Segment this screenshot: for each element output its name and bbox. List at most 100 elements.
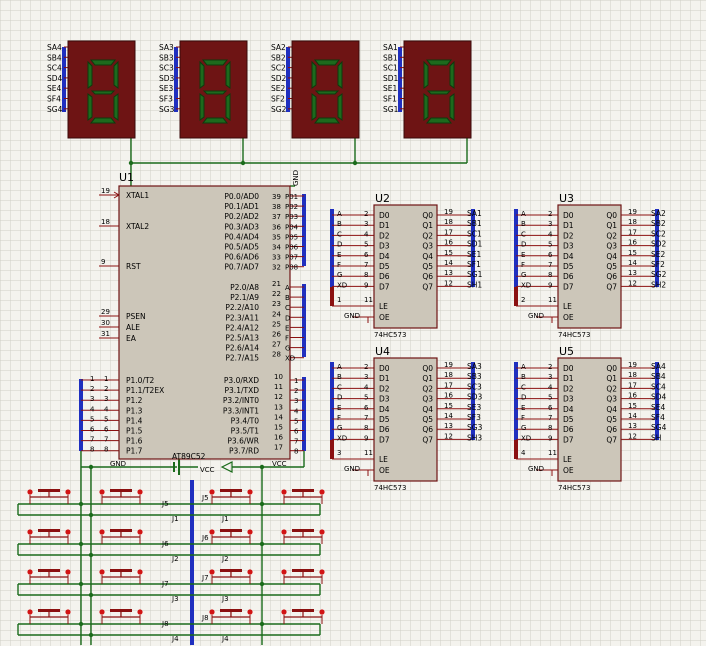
segment-a <box>89 59 117 66</box>
latch-out-name: Q1 <box>606 221 617 230</box>
latch-in-name: D4 <box>563 405 574 414</box>
button-terminal <box>27 609 33 615</box>
display-pin-label: SE2 <box>271 84 285 93</box>
latch-in-name: D6 <box>379 425 390 434</box>
p3-net-label: 4 <box>294 407 299 415</box>
p0-net-label: P07 <box>285 254 298 262</box>
push-button <box>99 609 143 624</box>
latch-out-pin-number: 17 <box>628 228 637 236</box>
p2-pin-name: P2.3/A11 <box>225 313 259 322</box>
latch-out-name: Q0 <box>606 364 617 373</box>
keypad-left-bottom: J4 <box>171 635 179 643</box>
latch-in-name: D4 <box>379 405 390 414</box>
p3-net-label: 5 <box>294 417 298 425</box>
latch-in-net: E <box>521 404 525 412</box>
p0-pin-number: 33 <box>272 254 281 262</box>
latch-in-name: D5 <box>379 262 390 271</box>
latch-out-label: SD1 <box>467 240 483 249</box>
button-cap <box>38 569 60 572</box>
p3-pin-name: P3.2/INT0 <box>223 396 259 405</box>
latch-in-net: C <box>337 230 342 238</box>
push-button <box>27 569 71 584</box>
latch-out-label: SC3 <box>467 382 482 391</box>
keypad-left-bottom: J2 <box>171 555 179 563</box>
segment-d <box>89 117 117 124</box>
p2-pin-number: 26 <box>272 331 281 339</box>
p2-pin-name: P2.0/A8 <box>230 283 259 292</box>
latch-in-pin-number: 8 <box>364 271 368 279</box>
latch-out-pin-number: 14 <box>628 259 637 267</box>
p3-pin-name: P3.6/WR <box>227 437 259 446</box>
latch-out-name: Q3 <box>606 395 617 404</box>
latch-out-name: Q4 <box>606 405 617 414</box>
latch-out-pin-number: 15 <box>628 402 637 410</box>
seven-segment-display <box>403 40 472 139</box>
latch-out-label: SB3 <box>467 372 482 381</box>
segment-g <box>314 90 340 95</box>
p0-net-label: P03 <box>285 213 298 221</box>
latch-out-pin-number: 15 <box>628 249 637 257</box>
latch-out-label: SG3 <box>467 423 483 432</box>
keypad-right-label: J6 <box>201 534 209 542</box>
latch-out-name: Q4 <box>422 405 433 414</box>
p1-pin-name: P1.0/T2 <box>126 376 155 385</box>
segment-g <box>426 90 452 95</box>
p1-net-label: 5 <box>90 415 94 423</box>
latch-in-pin-number: 6 <box>548 251 553 259</box>
button-terminal <box>137 609 143 615</box>
latch-in-pin-number: 6 <box>364 251 369 259</box>
p2-pin-name: P2.4/A12 <box>225 323 259 332</box>
p2-net-label: D <box>285 314 290 322</box>
latch-out-pin-number: 16 <box>444 239 453 247</box>
p3-pin-number: 15 <box>274 424 283 432</box>
p2-net-label: XD <box>285 355 295 363</box>
p1-net-label: 1 <box>90 375 94 383</box>
p3-pin-number: 12 <box>274 393 283 401</box>
segment-b <box>337 60 343 89</box>
latch-out-pin-number: 16 <box>444 392 453 400</box>
latch-in-name: D1 <box>563 221 574 230</box>
display-pin-label: SC2 <box>271 64 286 73</box>
p3-pin-number: 11 <box>274 383 283 391</box>
latch-body <box>557 357 622 482</box>
latch-in-net: D <box>337 394 342 402</box>
latch-in-pin-number: 8 <box>364 424 368 432</box>
latch-in-net: D <box>521 241 526 249</box>
display-pin-label: SC1 <box>383 64 398 73</box>
display-pin-label: SG3 <box>159 105 175 114</box>
latch-in-net: B <box>521 373 526 381</box>
latch-in-pin-number: 4 <box>364 230 369 238</box>
latch-in-pin-number: 3 <box>548 220 552 228</box>
display-pin-label: SA4 <box>47 43 62 52</box>
latch-le-name: LE <box>563 302 572 311</box>
segment-f <box>87 60 93 89</box>
mcu-ref: U1 <box>119 171 134 184</box>
latch-out-name: Q4 <box>606 252 617 261</box>
p1-pin-number: 1 <box>104 375 108 383</box>
mcu-part: AT89C52 <box>172 452 206 461</box>
latch-in-net: E <box>521 251 525 259</box>
p0-pin-number: 32 <box>272 264 281 272</box>
p0-pin-name: P0.0/AD0 <box>224 192 259 201</box>
latch-in-net: A <box>521 210 526 218</box>
p1-pin-number: 3 <box>104 395 108 403</box>
latch-out-label: SB4 <box>651 372 666 381</box>
power-gnd-label: GND <box>110 460 126 468</box>
latch-out-pin-number: 17 <box>444 228 453 236</box>
display-pin-label: SF4 <box>47 95 61 104</box>
p1-pin-number: 2 <box>104 385 108 393</box>
latch-in-pin-number: 7 <box>548 414 552 422</box>
latch-out-name: Q6 <box>422 272 433 281</box>
display-pin-label: SD2 <box>271 74 287 83</box>
latch-in-pin-number: 2 <box>364 210 368 218</box>
junction-dot <box>78 581 84 587</box>
p2-pin-name: P2.5/A13 <box>225 334 259 343</box>
button-terminal <box>281 489 287 495</box>
latch-part: 74HC573 <box>558 331 590 339</box>
latch-out-pin-number: 14 <box>444 412 453 420</box>
segment-a <box>201 59 229 66</box>
latch-in-name: D7 <box>563 282 574 291</box>
latch-in-net: G <box>337 271 342 279</box>
latch-out-label: SA2 <box>651 209 666 218</box>
latch-out-label: SD4 <box>651 393 667 402</box>
